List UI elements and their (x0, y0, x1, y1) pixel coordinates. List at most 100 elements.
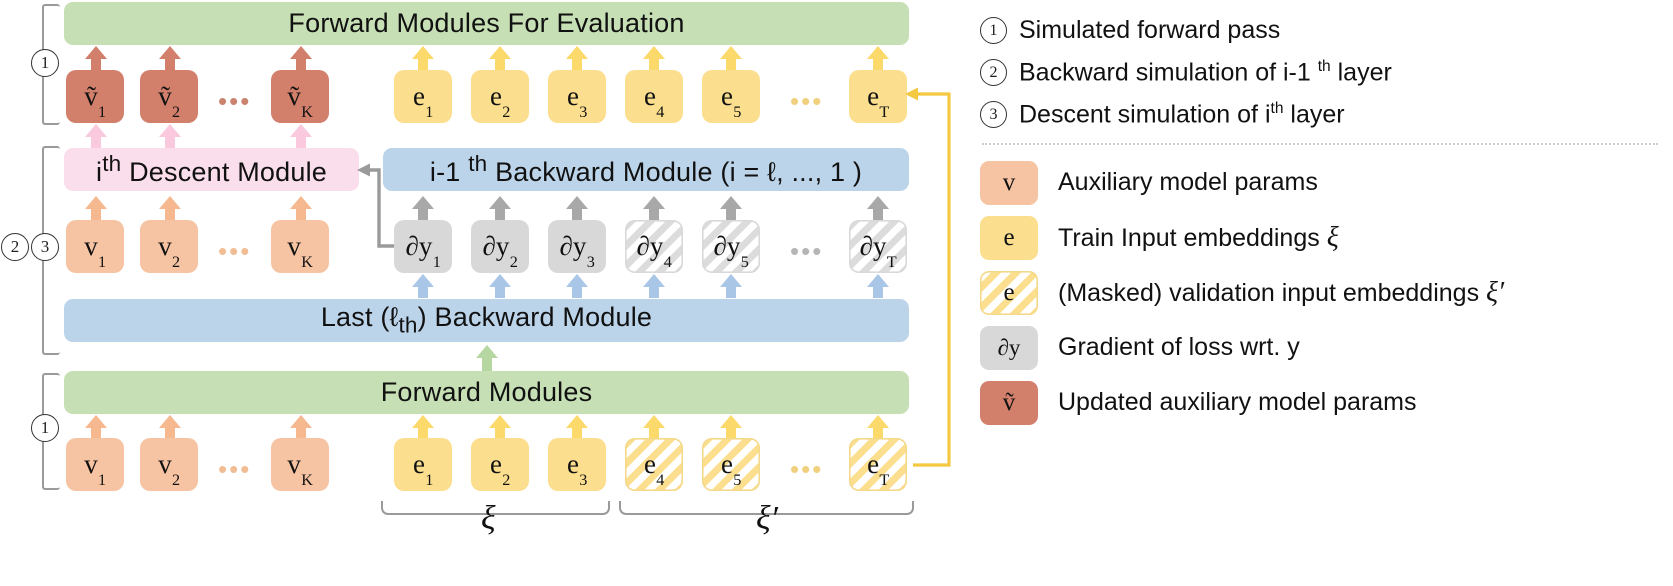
token-eval-embedding-5: e5 (702, 70, 760, 123)
arrow-up-descent-to-vt2 (159, 124, 181, 148)
legend-item-gradient: ∂y Gradient of loss wrt. y (980, 325, 1660, 370)
descent-module-bar: ith Descent Module (64, 148, 359, 191)
legend-step-1: 1 Simulated forward pass (980, 16, 1660, 45)
legend-step-2-number: 2 (980, 59, 1007, 87)
arrow-up-input-e2 (489, 415, 511, 439)
arrow-up-last-to-dyT (867, 274, 889, 298)
arrow-up-dy4 (643, 196, 665, 220)
ellipsis-updated-params: ••• (218, 86, 252, 116)
arrow-up-descent-to-vt1 (85, 124, 107, 148)
arrow-up-descent-to-vtK (290, 124, 312, 148)
legend-swatch-masked-validation-embeddings: e (980, 270, 1038, 315)
token-param-K: vK (271, 220, 329, 273)
brace-label-validation: ξ′ (756, 500, 778, 537)
backward-prev-module-label: i-1 th Backward Module (i = ℓ, ..., 1 ) (429, 151, 863, 187)
arrow-up-eval-e5 (720, 46, 742, 70)
forward-eval-module-label: Forward Modules For Evaluation (288, 8, 685, 38)
arrow-up-eval-e2 (489, 46, 511, 70)
legend-label-gradient: Gradient of loss wrt. y (1058, 333, 1300, 362)
token-label: vK (287, 449, 313, 489)
backward-prev-module-bar: i-1 th Backward Module (i = ℓ, ..., 1 ) (383, 148, 909, 191)
arrow-up-last-to-dy5 (720, 274, 742, 298)
legend-label-train-embeddings: Train Input embeddings ξ (1058, 221, 1339, 253)
arrow-up-last-to-dy4 (643, 274, 665, 298)
token-label: ∂y5 (713, 231, 749, 271)
token-label: ∂y2 (482, 231, 518, 271)
ellipsis-input-params: ••• (218, 454, 252, 484)
token-updated-param-1: ṽ1 (66, 70, 124, 123)
token-input-embedding-T-masked: eT (849, 438, 907, 491)
legend-item-aux-params: v Auxiliary model params (980, 160, 1660, 205)
token-label: e4 (643, 81, 665, 121)
token-label: ṽ2 (158, 81, 181, 121)
arrow-up-input-e1 (412, 415, 434, 439)
token-input-param-1: v1 (66, 438, 124, 491)
arrow-up-dy5 (720, 196, 742, 220)
token-updated-param-K: ṽK (271, 70, 329, 123)
ellipsis-input-embeddings: ••• (790, 454, 824, 484)
arrow-up-dy3 (566, 196, 588, 220)
legend-step-3-number: 3 (980, 101, 1007, 129)
step-marker-3: 3 (31, 233, 59, 261)
arrow-up-dyT (867, 196, 889, 220)
token-label: eT (867, 81, 890, 121)
feedback-connector-embedding-T (905, 88, 951, 467)
token-gradient-5-masked: ∂y5 (702, 220, 760, 273)
arrow-up-bottom-vK (290, 415, 312, 439)
token-eval-embedding-3: e3 (548, 70, 606, 123)
token-label: e1 (412, 449, 434, 489)
token-label: e3 (566, 81, 588, 121)
token-label: ṽ1 (84, 81, 107, 121)
token-input-param-2: v2 (140, 438, 198, 491)
legend-swatch-train-embeddings: e (980, 215, 1038, 260)
token-label: ∂y1 (405, 231, 441, 271)
forward-eval-module-bar: Forward Modules For Evaluation (64, 2, 909, 45)
token-eval-embedding-T: eT (849, 70, 907, 123)
arrow-up-eval-e3 (566, 46, 588, 70)
token-eval-embedding-2: e2 (471, 70, 529, 123)
token-label: ∂y4 (636, 231, 672, 271)
arrow-up-v2 (159, 196, 181, 220)
arrow-up-eval-eT (867, 46, 889, 70)
token-input-embedding-2: e2 (471, 438, 529, 491)
legend: 1 Simulated forward pass 2 Backward simu… (980, 16, 1660, 436)
legend-swatch-gradient: ∂y (980, 325, 1038, 370)
token-label: e1 (412, 81, 434, 121)
token-gradient-2: ∂y2 (471, 220, 529, 273)
brace-validation-embeddings (619, 501, 914, 515)
token-label: ṽK (287, 81, 313, 121)
backward-last-module-label: Last (ℓth) Backward Module (320, 302, 653, 338)
arrow-up-input-e4 (643, 415, 665, 439)
token-eval-embedding-1: e1 (394, 70, 452, 123)
token-label: e4 (643, 449, 665, 489)
step-marker-1-top: 1 (31, 49, 59, 77)
token-label: v2 (158, 449, 181, 489)
token-label: e2 (489, 81, 511, 121)
token-label: eT (867, 449, 890, 489)
legend-item-updated-aux-params: ṽ Updated auxiliary model params (980, 380, 1660, 425)
arrow-up-dy2 (489, 196, 511, 220)
legend-step-1-number: 1 (980, 17, 1007, 44)
step-marker-2: 2 (1, 233, 29, 261)
arrow-up-eval-e4 (643, 46, 665, 70)
forward-module-label: Forward Modules (380, 377, 593, 407)
ellipsis-gradients: ••• (790, 236, 824, 266)
descent-module-label: ith Descent Module (96, 151, 327, 187)
ellipsis-eval-embeddings: ••• (790, 86, 824, 116)
arrow-up-dy1 (412, 196, 434, 220)
forward-module-bar: Forward Modules (64, 371, 909, 414)
token-label: e5 (720, 81, 742, 121)
arrow-up-last-to-dy2 (489, 274, 511, 298)
token-label: v2 (158, 231, 181, 271)
token-param-2: v2 (140, 220, 198, 273)
token-input-embedding-4-masked: e4 (625, 438, 683, 491)
token-param-1: v1 (66, 220, 124, 273)
legend-step-2: 2 Backward simulation of i-1 th layer (980, 58, 1660, 87)
arrow-up-vK (290, 196, 312, 220)
arrow-up-input-e3 (566, 415, 588, 439)
arrow-up-last-to-dy3 (566, 274, 588, 298)
token-input-param-K: vK (271, 438, 329, 491)
legend-item-masked-validation-embeddings: e (Masked) validation input embeddings ξ… (980, 270, 1660, 315)
arrow-up-vt1 (85, 46, 107, 70)
arrow-up-vtK (290, 46, 312, 70)
